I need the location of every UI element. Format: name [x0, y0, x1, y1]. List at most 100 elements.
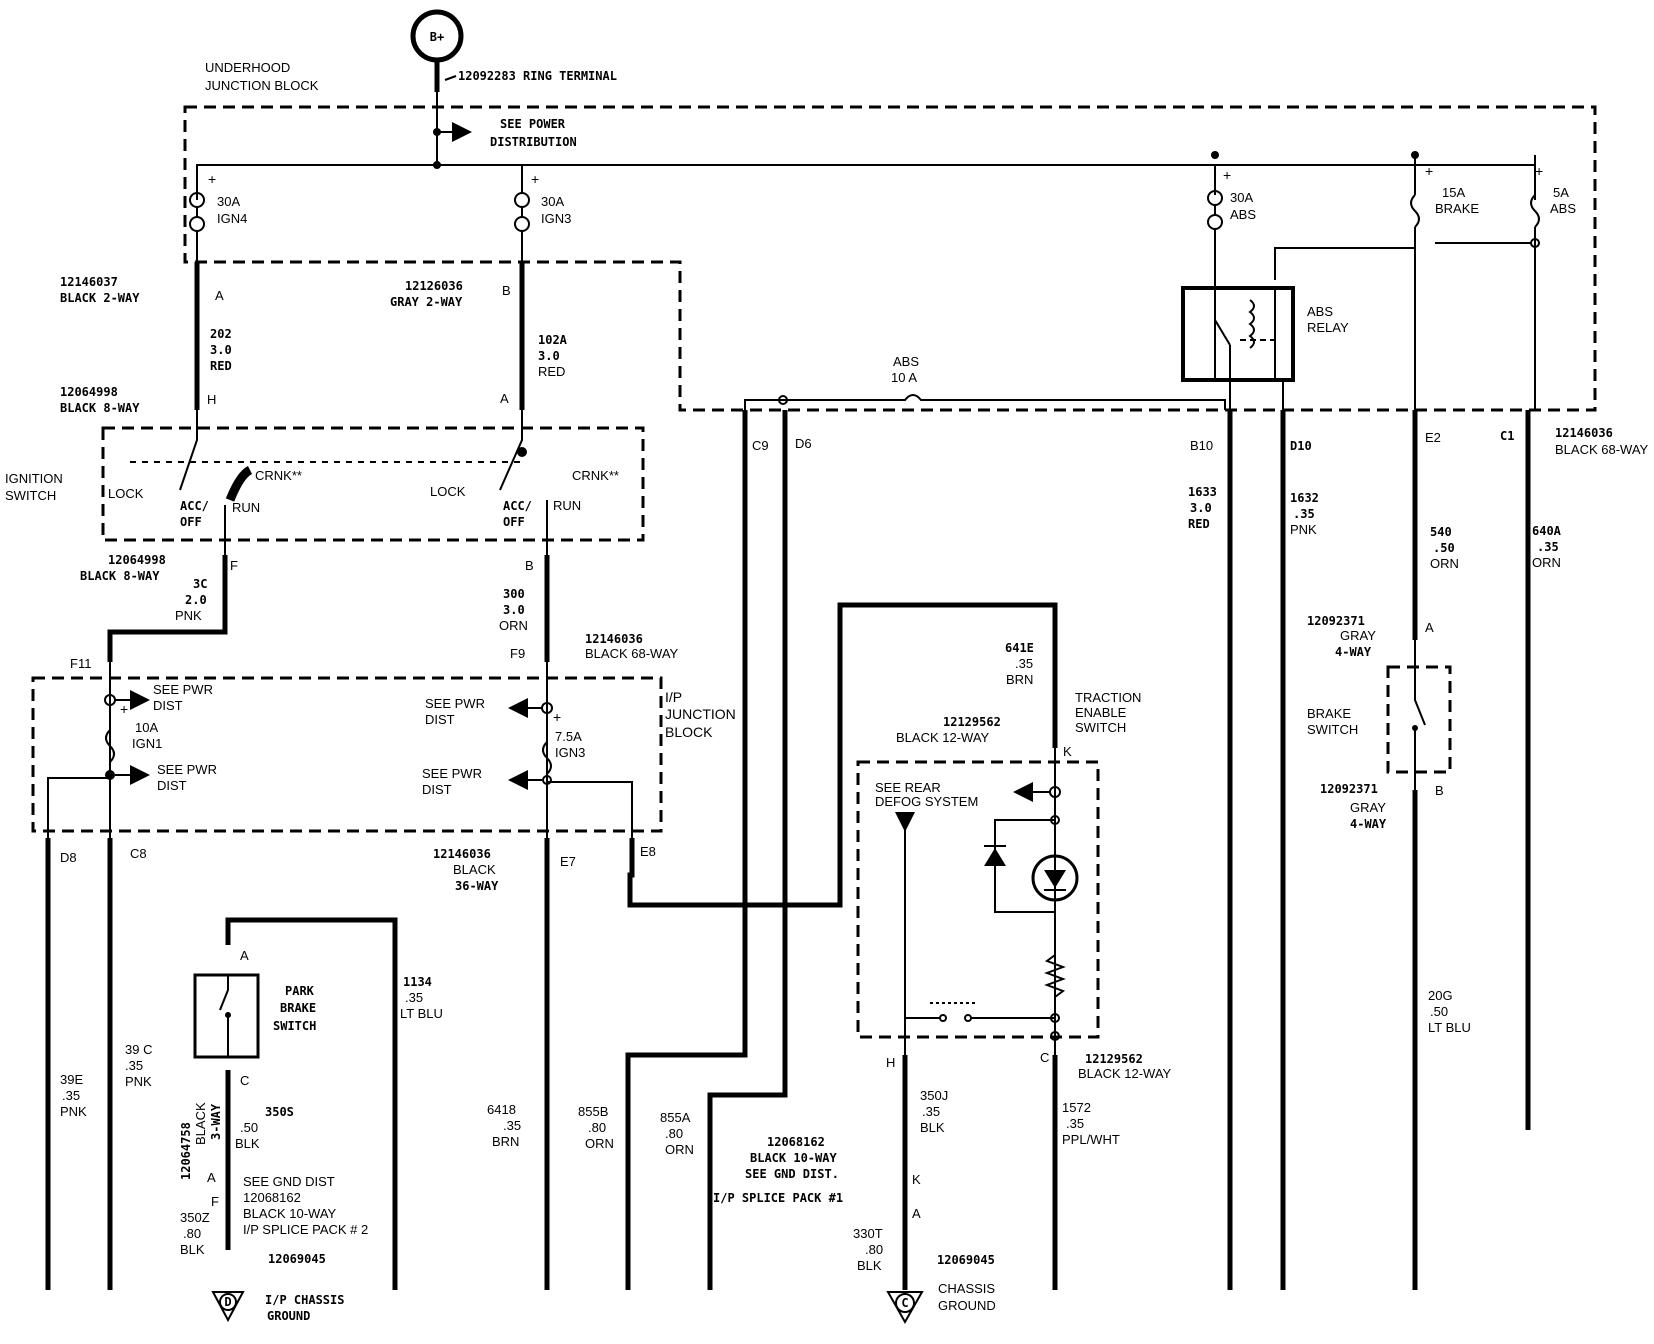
conn-12129562-k-1: 12129562 — [943, 715, 1001, 729]
wire-20g-gauge: .50 — [1430, 1004, 1448, 1019]
pin-a4: A — [240, 948, 249, 963]
conn-ip-top-1: 12146036 — [585, 632, 643, 646]
ip-jb-label-2: JUNCTION — [665, 706, 736, 722]
fuse-30a-ign3: + 30A IGN3 — [514, 165, 571, 262]
ignition-switch-label-2: SWITCH — [5, 488, 56, 503]
wire-350s-color: BLK — [235, 1136, 260, 1151]
conn-12092371-a-2: GRAY — [1340, 628, 1376, 643]
wire-1134-color: LT BLU — [400, 1006, 443, 1021]
svg-text:+: + — [1223, 167, 1231, 183]
fuse-abs10-name: ABS — [893, 354, 919, 369]
pin-d10: D10 — [1290, 439, 1312, 453]
wire-39c-circuit: 39 C — [125, 1042, 152, 1057]
park-brake-label-3: SWITCH — [273, 1019, 316, 1033]
brake-switch-label-2: SWITCH — [1307, 722, 1358, 737]
fuse-5a-abs: + 5A ABS — [1530, 163, 1576, 410]
wire-3c-circuit: 3C — [193, 577, 207, 591]
ip-ground-symbol: D — [224, 1295, 231, 1309]
ip-junction-block-outline — [31, 676, 663, 833]
wire-641e-circuit: 641E — [1005, 641, 1034, 655]
pin-b10: B10 — [1190, 438, 1213, 453]
conn-ip-bot-1: 12146036 — [433, 847, 491, 861]
conn-12092371-b-1: 12092371 — [1320, 782, 1378, 796]
wire-330t-color: BLK — [857, 1258, 882, 1273]
splice1-1: 12068162 — [767, 1135, 825, 1149]
wire-350j-gauge: .35 — [922, 1104, 940, 1119]
pin-a3: A — [912, 1206, 921, 1221]
ign-crank-left: CRNK** — [255, 468, 302, 483]
wire-6418-circuit: 6418 — [487, 1102, 516, 1117]
wire-1632-gauge: .35 — [1293, 507, 1315, 521]
fuse-ign3-name: IGN3 — [541, 211, 571, 226]
wire-350s-circuit: 350S — [265, 1105, 294, 1119]
wire-540-circuit: 540 — [1430, 525, 1452, 539]
wire-39e-circuit: 39E — [60, 1072, 83, 1087]
ign-acc-right-1: ACC/ — [503, 499, 532, 513]
pin-a5: A — [1425, 620, 1434, 635]
conn-12092371-a-3: 4-WAY — [1335, 645, 1372, 659]
fuse-30a-abs: + 30A ABS — [1207, 167, 1256, 290]
ign-lock-right: LOCK — [430, 484, 466, 499]
svg-text:+: + — [531, 171, 539, 187]
pin-c1: C1 — [1500, 429, 1514, 443]
pin-f1: F — [230, 558, 238, 573]
wire-330t-circuit: 330T — [853, 1226, 883, 1241]
wire-540-color: ORN — [1430, 556, 1459, 571]
wire-39e-gauge: .35 — [62, 1088, 80, 1103]
pin-f11: F11 — [70, 656, 91, 671]
pin-c3: C — [240, 1073, 249, 1088]
abs-relay-label-1: ABS — [1307, 304, 1333, 319]
pin-f2: F — [211, 1194, 219, 1209]
chassis-ground-label-2: GROUND — [938, 1298, 996, 1313]
wire-102a-color: RED — [538, 364, 565, 379]
conn-12064998-top-1: 12064998 — [60, 385, 118, 399]
ign-acc-left-2: OFF — [180, 515, 202, 529]
splice2-2: 12068162 — [243, 1190, 301, 1205]
splice1-3: SEE GND DIST. — [745, 1167, 839, 1181]
svg-text:+: + — [1425, 163, 1433, 179]
conn-12129562-c-2: BLACK 12-WAY — [1078, 1066, 1172, 1081]
wire-641e-gauge: .35 — [1015, 656, 1033, 671]
wire-20g-color: LT BLU — [1428, 1020, 1471, 1035]
conn-12092371-a-1: 12092371 — [1307, 614, 1365, 628]
svg-text:+: + — [553, 709, 561, 725]
wire-640a-gauge: .35 — [1537, 540, 1559, 554]
battery-label: B+ — [430, 30, 444, 44]
ip-see-pwr-3b: DIST — [425, 712, 455, 727]
pin-a1: A — [215, 288, 224, 303]
pin-c9: C9 — [752, 438, 769, 453]
wire-1632-color: PNK — [1290, 522, 1317, 537]
ign-acc-left-1: ACC/ — [180, 499, 209, 513]
chassis-ground: C CHASSIS GROUND — [886, 1281, 996, 1325]
fuse-ign4-name: IGN4 — [217, 211, 247, 226]
ip-chassis-ground: D I/P CHASSIS GROUND — [211, 1291, 344, 1323]
wire-1633-gauge: 3.0 — [1190, 501, 1212, 515]
wire-39e-color: PNK — [60, 1104, 87, 1119]
traction-label-1: TRACTION — [1075, 690, 1141, 705]
wire-640a-circuit: 640A — [1532, 524, 1562, 538]
wire-855b-color: ORN — [585, 1136, 614, 1151]
fuse-ign1-rating: 10A — [135, 720, 158, 735]
rear-defog-1: SEE REAR — [875, 780, 941, 795]
conn-ip-bot-3: 36-WAY — [455, 879, 499, 893]
wire-39c-gauge: .35 — [125, 1058, 143, 1073]
abs-relay-label-2: RELAY — [1307, 320, 1349, 335]
wire-641e-color: BRN — [1006, 672, 1033, 687]
wire-300-color: ORN — [499, 618, 528, 633]
brake-switch-label-1: BRAKE — [1307, 706, 1351, 721]
pin-c2: C — [1040, 1050, 1049, 1065]
ip-see-pwr-3a: SEE PWR — [425, 696, 485, 711]
wire-300-circuit: 300 — [503, 587, 525, 601]
fuse-ign4-rating: 30A — [217, 194, 240, 209]
pin-h1: H — [207, 392, 216, 407]
wire-350s-gauge: .50 — [240, 1120, 258, 1135]
conn-12064998-bot-1: 12064998 — [108, 553, 166, 567]
wire-3c-color: PNK — [175, 608, 202, 623]
wire-1633-circuit: 1633 — [1188, 485, 1217, 499]
wire-202-gauge: 3.0 — [210, 343, 232, 357]
conn-12129562-k-2: BLACK 12-WAY — [896, 730, 990, 745]
conn-12126036-1: 12126036 — [405, 279, 463, 293]
wire-102a-circuit: 102A — [538, 333, 568, 347]
wire-1633-color: RED — [1188, 517, 1210, 531]
pin-b2: B — [525, 558, 534, 573]
